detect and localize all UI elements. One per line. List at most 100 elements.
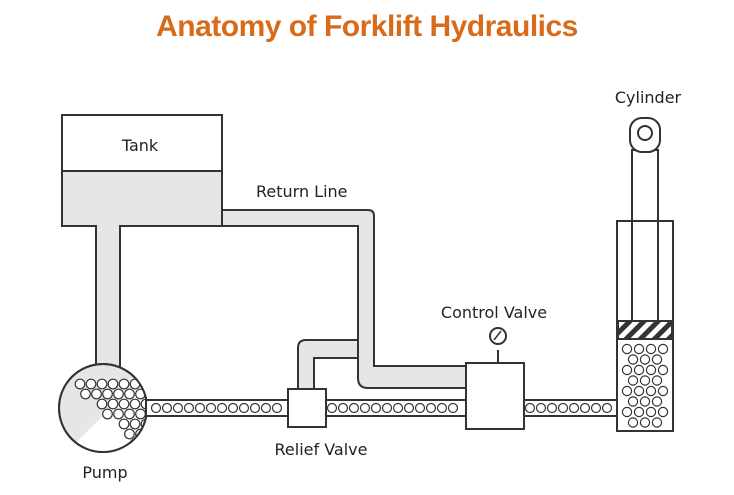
fluid-ball [639, 354, 651, 365]
fluid-ball [590, 402, 602, 414]
relief-valve-label: Relief Valve [275, 440, 368, 459]
fluid-ball [359, 402, 371, 414]
fluid-ball [129, 418, 141, 430]
fluid-ball [118, 378, 130, 390]
fluid-ball [627, 354, 639, 365]
fluid-ball [436, 402, 448, 414]
fluid-ball [150, 402, 162, 414]
relief-valve [287, 388, 327, 428]
cylinder-label: Cylinder [615, 88, 682, 107]
fluid-ball [96, 398, 108, 410]
fluid-ball [91, 388, 102, 400]
pump-fluid-balls [59, 370, 147, 452]
fluid-ball [216, 402, 228, 414]
fluid-ball [118, 398, 130, 410]
fluid-ball [403, 402, 415, 414]
fluid-ball [172, 402, 184, 414]
fluid-ball [639, 396, 651, 407]
pipe-fluid-balls [150, 402, 613, 414]
fluid-ball [633, 406, 645, 418]
fluid-ball [124, 428, 135, 440]
fluid-ball [621, 406, 633, 418]
fluid-ball [227, 402, 239, 414]
fluid-ball [348, 402, 360, 414]
fluid-ball [74, 378, 86, 390]
fluid-ball [645, 385, 657, 397]
relief-bypass-pipe [297, 339, 359, 391]
fluid-ball [392, 402, 404, 414]
fluid-ball [249, 402, 261, 414]
cylinder-rod [631, 149, 659, 223]
fluid-ball [639, 375, 651, 386]
cylinder-piston [617, 320, 673, 340]
fluid-ball [102, 388, 113, 400]
fluid-ball [260, 402, 272, 414]
fluid-ball [205, 402, 217, 414]
cylinder-fluid-balls [621, 343, 669, 428]
fluid-ball [337, 402, 349, 414]
fluid-ball [657, 385, 669, 397]
control-valve [465, 362, 525, 430]
diagram-title: Anatomy of Forklift Hydraulics [156, 10, 578, 43]
fluid-ball [146, 388, 147, 400]
fluid-ball [601, 402, 613, 414]
fluid-ball [651, 396, 663, 407]
fluid-ball [657, 406, 669, 418]
return-line-label: Return Line [256, 182, 348, 201]
fluid-ball [627, 396, 639, 407]
fluid-ball [107, 398, 119, 410]
fluid-ball [579, 402, 591, 414]
fluid-ball [124, 388, 135, 400]
fluid-ball [85, 378, 97, 390]
control-valve-label: Control Valve [441, 303, 547, 322]
fluid-ball [135, 408, 146, 420]
fluid-ball [183, 402, 195, 414]
fluid-ball [107, 378, 119, 390]
fluid-ball [524, 402, 536, 414]
fluid-ball [645, 364, 657, 376]
fluid-ball [645, 406, 657, 418]
return-line-pipe [221, 209, 469, 389]
fluid-ball [633, 385, 645, 397]
fluid-ball [568, 402, 580, 414]
fluid-ball [657, 364, 669, 376]
fluid-ball [271, 402, 283, 414]
fluid-ball [118, 418, 130, 430]
fluid-ball [557, 402, 569, 414]
fluid-ball [657, 343, 669, 355]
fluid-ball [326, 402, 338, 414]
fluid-ball [96, 378, 108, 390]
fluid-ball [370, 402, 382, 414]
fluid-ball [381, 402, 393, 414]
fluid-ball [621, 385, 633, 397]
fluid-ball [238, 402, 250, 414]
fluid-ball [124, 408, 135, 420]
fluid-ball [447, 402, 459, 414]
fluid-ball [639, 417, 651, 428]
fluid-ball [140, 438, 147, 450]
fluid-ball [633, 364, 645, 376]
fluid-ball [80, 388, 91, 400]
fluid-ball [621, 343, 633, 355]
fluid-ball [129, 398, 141, 410]
fluid-ball [633, 343, 645, 355]
fluid-ball [194, 402, 206, 414]
fluid-ball [546, 402, 558, 414]
fluid-ball [113, 388, 124, 400]
fluid-ball [414, 402, 426, 414]
fluid-ball [627, 417, 639, 428]
pump-label: Pump [82, 463, 127, 482]
fluid-ball [651, 417, 663, 428]
fluid-ball [113, 408, 124, 420]
tank-top [61, 114, 223, 172]
fluid-ball [102, 408, 113, 420]
tank-fluid [61, 170, 223, 369]
fluid-ball [651, 375, 663, 386]
fluid-ball [651, 354, 663, 365]
tank-label: Tank [121, 136, 159, 155]
fluid-ball [425, 402, 437, 414]
fluid-ball [621, 364, 633, 376]
fluid-ball [535, 402, 547, 414]
fluid-ball [627, 375, 639, 386]
fluid-ball [146, 428, 147, 440]
